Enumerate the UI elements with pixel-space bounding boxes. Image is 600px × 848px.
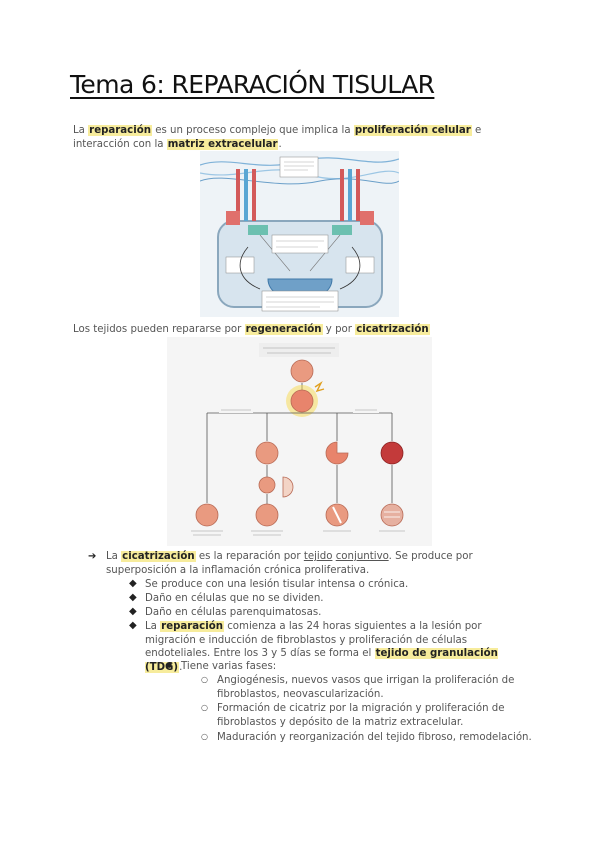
term-reparacion-2: reparación xyxy=(160,621,224,632)
figure-regeneration-healing xyxy=(167,337,432,546)
ring-bullet-icon: ○ xyxy=(201,732,208,741)
diamond-bullet-icon: ◆ xyxy=(129,592,137,603)
intro-paragraph: La reparación es un proceso complejo que… xyxy=(73,125,482,150)
term-proliferacion: proliferación celular xyxy=(353,125,472,136)
regeneration-healing-illustration xyxy=(191,343,405,536)
term-cicatrizacion-2: cicatrización xyxy=(121,551,196,562)
diamond-bullet-icon: ◆ xyxy=(129,620,137,631)
circle-bullet-icon: ● xyxy=(166,661,173,669)
page-title: Tema 6: REPARACIÓN TISULAR xyxy=(70,70,435,99)
fase-3: Maduración y reorganización del tejido f… xyxy=(217,732,532,743)
figure-cell-signaling xyxy=(200,151,399,317)
diamond-item-3: Daño en células parenquimatosas. xyxy=(145,607,322,618)
diamond-bullet-icon: ◆ xyxy=(129,578,137,589)
diamond-item-1: Se produce con una lesión tisular intens… xyxy=(145,579,409,590)
term-matriz: matriz extracelular xyxy=(166,139,279,150)
cicatrizacion-item: La cicatrización es la reparación por te… xyxy=(106,551,473,576)
ring-bullet-icon: ○ xyxy=(201,703,208,712)
diamond-item-2: Daño en células que no se dividen. xyxy=(145,593,324,604)
ring-bullet-icon: ○ xyxy=(201,675,208,684)
diamond-bullet-icon: ◆ xyxy=(129,606,137,617)
term-reparacion: reparación xyxy=(88,125,152,136)
diamond-item-4: La reparación comienza a las 24 horas si… xyxy=(145,621,498,673)
term-regeneracion: regeneración xyxy=(244,324,323,335)
term-conjuntivo: conjuntivo xyxy=(335,551,389,562)
arrow-bullet-icon: ➔ xyxy=(88,551,97,562)
term-tejido: tejido xyxy=(303,551,333,562)
fases-item: Tiene varias fases: xyxy=(181,661,277,672)
tejidos-paragraph: Los tejidos pueden repararse por regener… xyxy=(73,324,430,335)
fase-1: Angiogénesis, nuevos vasos que irrigan l… xyxy=(217,675,515,700)
fase-2: Formación de cicatriz por la migración y… xyxy=(217,703,505,728)
term-cicatrizacion: cicatrización xyxy=(355,324,430,335)
cell-signaling-illustration xyxy=(200,156,399,312)
